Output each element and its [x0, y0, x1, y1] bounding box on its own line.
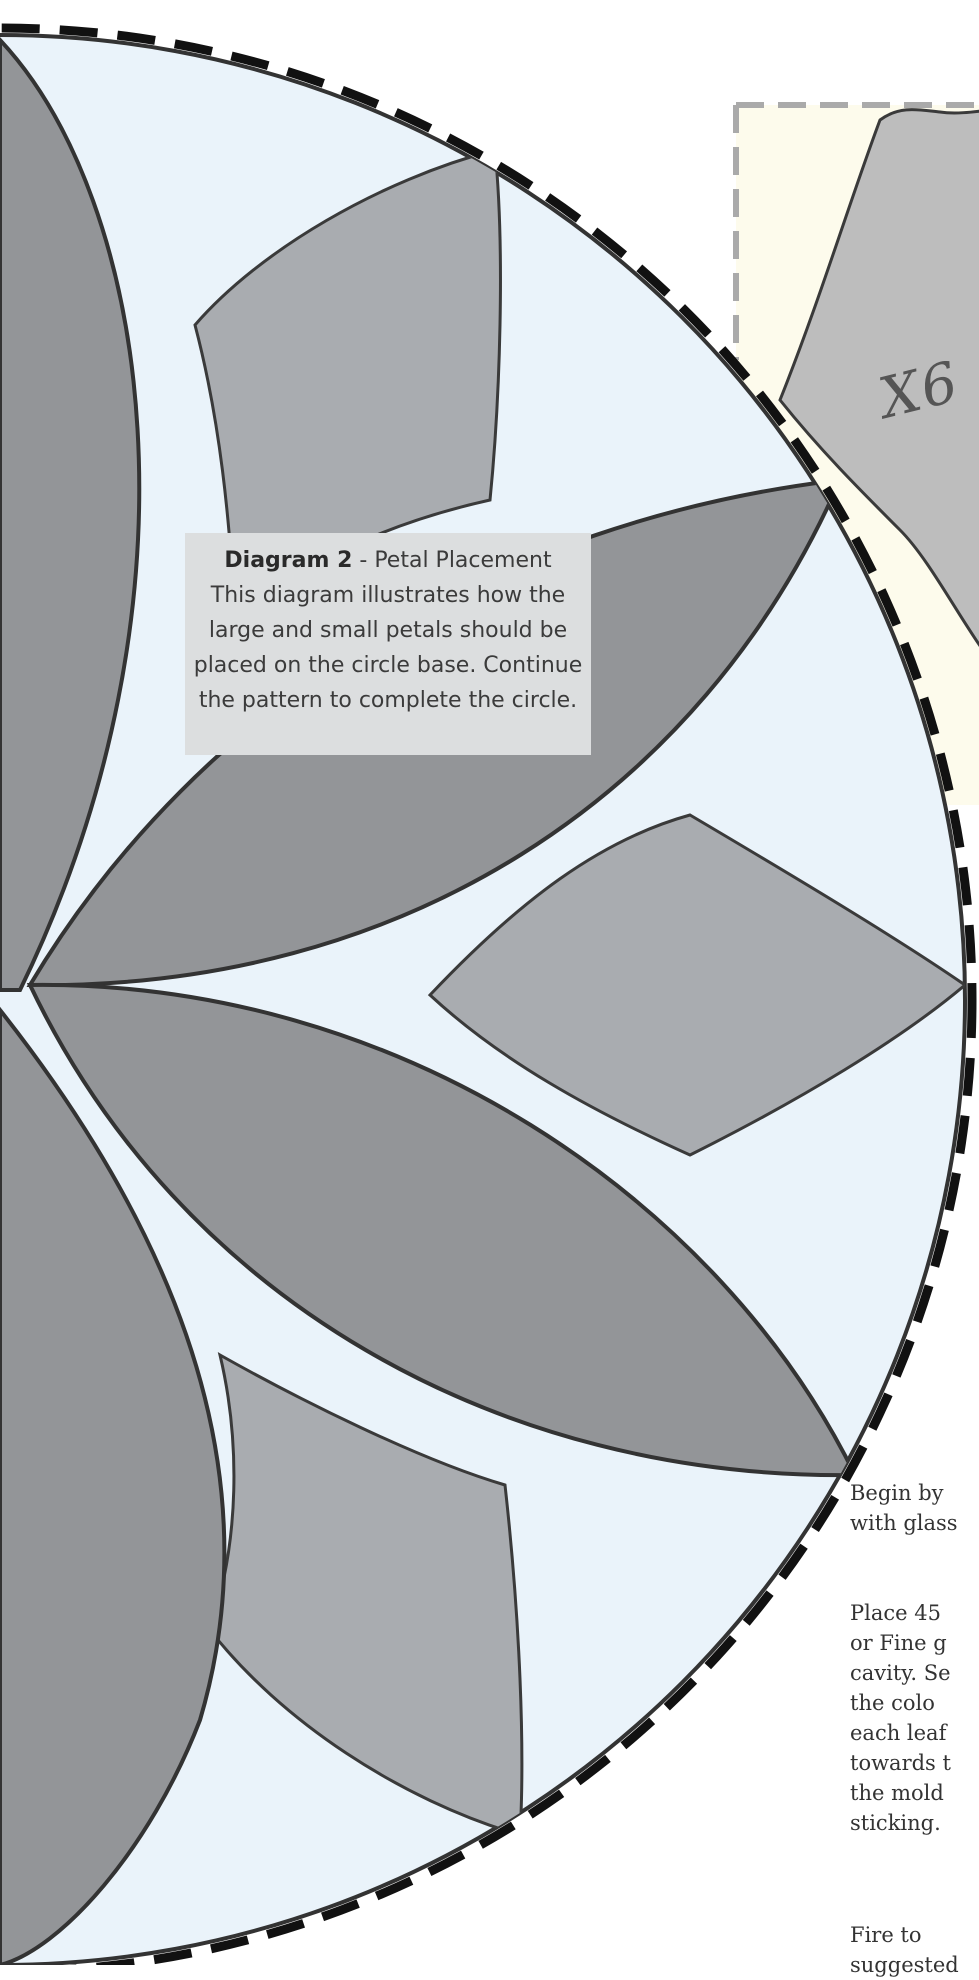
instruction-block-1: Begin by with glass — [850, 1478, 979, 1538]
instruction-line: cavity. Se — [850, 1658, 979, 1688]
instruction-line: suggested — [850, 1950, 979, 1980]
instruction-line: each leaf — [850, 1718, 979, 1748]
caption-title: Diagram 2 — [224, 548, 352, 573]
instruction-line: Fire to — [850, 1920, 979, 1950]
instruction-line: or Fine g — [850, 1628, 979, 1658]
diagram-caption: Diagram 2 - Petal Placement This diagram… — [185, 533, 591, 755]
instruction-block-3: Fire to suggested — [850, 1920, 979, 1980]
instruction-line: the colo — [850, 1688, 979, 1718]
instruction-line: sticking. — [850, 1808, 979, 1838]
caption-body: This diagram illustrates how the large a… — [194, 583, 583, 713]
instruction-line: with glass — [850, 1508, 979, 1538]
instruction-line: towards t — [850, 1748, 979, 1778]
instruction-line: Begin by — [850, 1478, 979, 1508]
caption-subtitle: - Petal Placement — [359, 548, 551, 573]
instruction-line: Place 45 — [850, 1598, 979, 1628]
instruction-block-2: Place 45 or Fine g cavity. Se the colo e… — [850, 1598, 979, 1838]
instruction-line: the mold — [850, 1778, 979, 1808]
